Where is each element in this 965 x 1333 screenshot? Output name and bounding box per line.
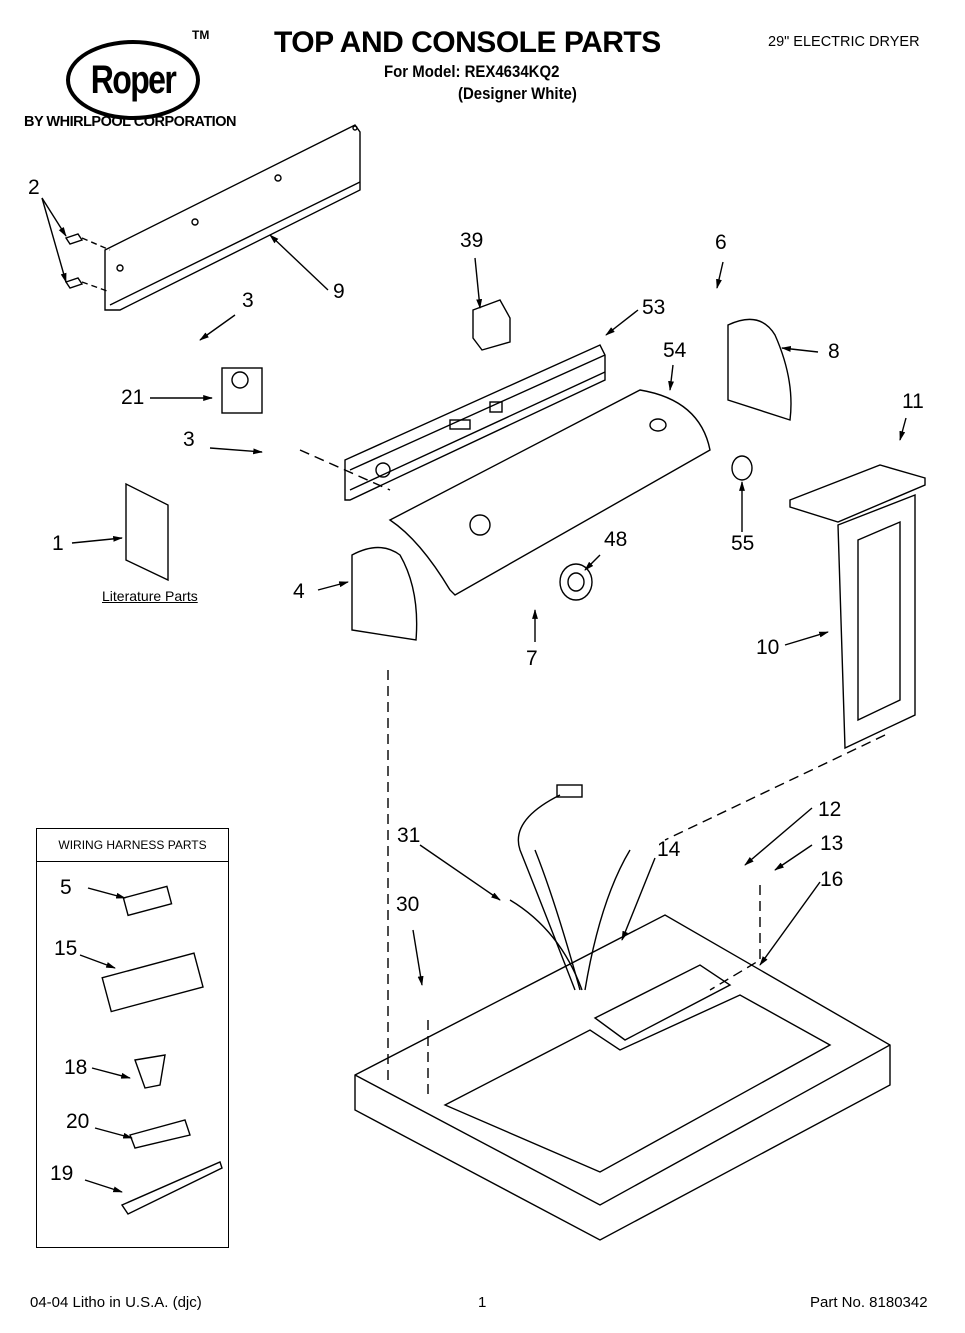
callout-21: 21 — [121, 386, 145, 409]
part-4-end-cap — [351, 546, 418, 641]
part-31-harness — [509, 784, 631, 991]
part-53-console-rail — [344, 344, 606, 501]
wiring-harness-box — [36, 828, 229, 1248]
model-variant: (Designer White) — [458, 84, 577, 103]
callout-4: 4 — [293, 580, 305, 603]
footer-print-info: 04-04 Litho in U.S.A. (djc) — [30, 1294, 202, 1311]
model-number: For Model: REX4634KQ2 — [384, 62, 560, 81]
callout-2: 2 — [28, 176, 40, 199]
part-1-literature — [125, 482, 169, 582]
callout-55: 55 — [731, 532, 755, 555]
part-16-top — [354, 914, 891, 1241]
callout-8: 8 — [828, 340, 840, 363]
literature-parts-label: Literature Parts — [102, 588, 198, 604]
callout-10: 10 — [756, 636, 780, 659]
callout-31: 31 — [397, 824, 421, 847]
callout-20: 20 — [66, 1110, 90, 1133]
trademark-mark: TM — [192, 28, 210, 42]
part-2-screws — [64, 233, 111, 293]
callout-7: 7 — [526, 647, 538, 670]
callout-3: 3 — [242, 289, 254, 312]
callout-9: 9 — [333, 280, 345, 303]
callout-11: 11 — [902, 390, 924, 413]
callout-53: 53 — [642, 296, 666, 319]
product-type: 29" ELECTRIC DRYER — [768, 34, 920, 50]
callout-3-lower: 3 — [183, 428, 195, 451]
callout-13: 13 — [820, 832, 844, 855]
part-48-knob — [559, 563, 593, 601]
callout-6: 6 — [715, 231, 727, 254]
callout-48: 48 — [604, 528, 628, 551]
callout-30: 30 — [396, 893, 420, 916]
part-number: Part No. 8180342 — [810, 1294, 928, 1311]
callout-39: 39 — [460, 229, 484, 252]
page-title: TOP AND CONSOLE PARTS — [274, 26, 661, 59]
callout-16: 16 — [820, 868, 844, 891]
callout-14: 14 — [657, 838, 681, 861]
part-10-lint-housing — [837, 493, 916, 750]
part-21-timer — [221, 367, 263, 414]
part-39-switch — [472, 299, 511, 351]
roper-logo-oval — [66, 40, 200, 120]
callout-19: 19 — [50, 1162, 74, 1185]
callout-5: 5 — [60, 876, 72, 899]
callout-12: 12 — [818, 798, 842, 821]
part-11-lint-screen — [789, 464, 926, 523]
page-number: 1 — [478, 1294, 487, 1311]
roper-logo: Roper — [90, 57, 177, 102]
brand-byline: BY WHIRLPOOL CORPORATION — [24, 114, 236, 130]
callout-18: 18 — [64, 1056, 88, 1079]
part-55-bushing — [731, 455, 753, 481]
callout-54: 54 — [663, 339, 687, 362]
wiring-harness-title: WIRING HARNESS PARTS — [36, 828, 229, 862]
callout-1: 1 — [52, 532, 64, 555]
callout-15: 15 — [54, 937, 78, 960]
part-54-console-panel — [388, 389, 711, 596]
part-8-end-cap — [727, 318, 792, 421]
part-9-rear-panel — [104, 124, 361, 311]
